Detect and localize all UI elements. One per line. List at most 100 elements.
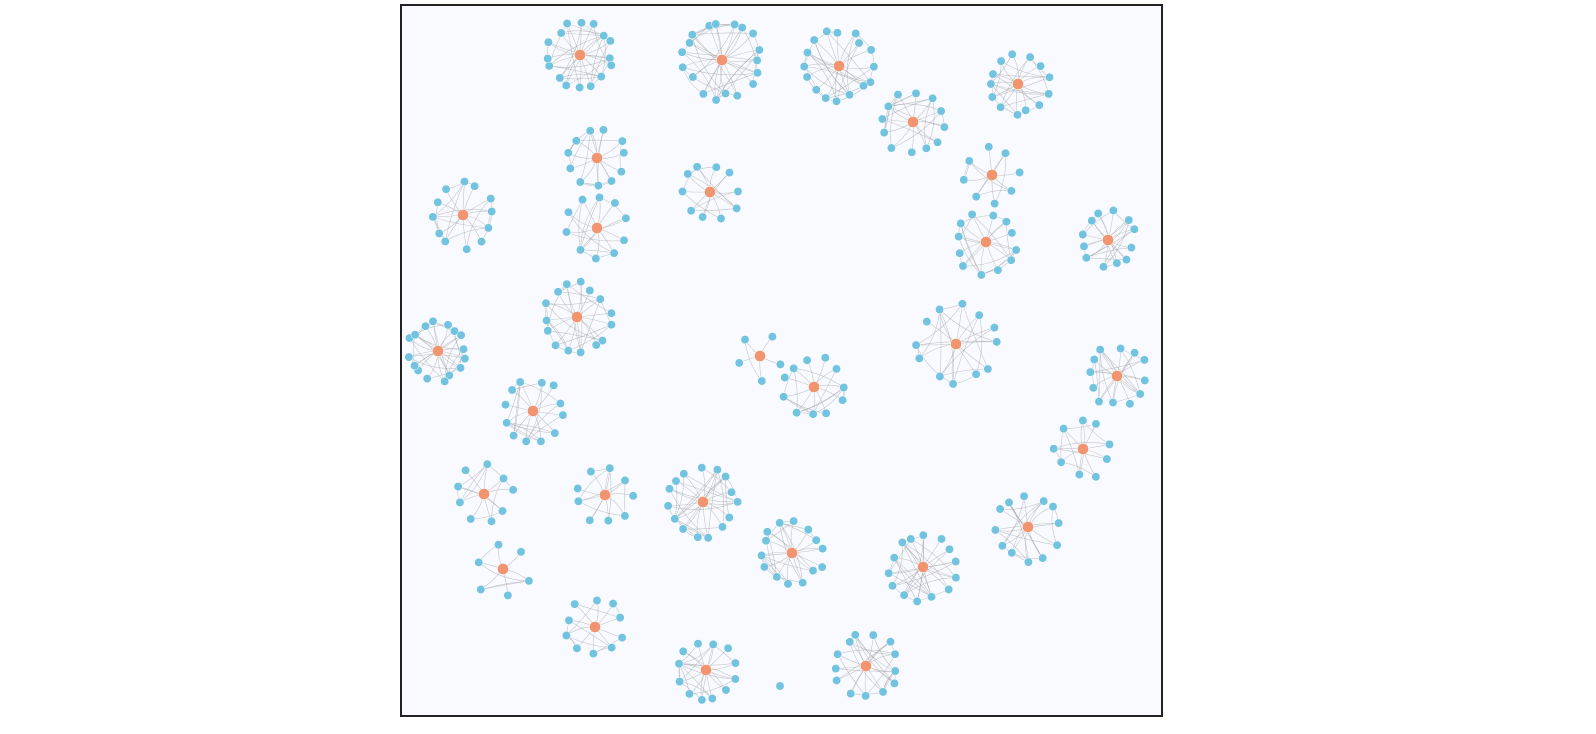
hub-node — [697, 496, 709, 508]
leaf-node — [984, 142, 994, 152]
leaf-node — [822, 26, 832, 36]
leaf-node — [606, 60, 616, 70]
graph-edge — [1002, 496, 1025, 546]
leaf-node — [509, 431, 519, 441]
leaf-node — [593, 181, 603, 191]
leaf-node — [679, 469, 689, 479]
leaf-node — [461, 465, 470, 475]
graph-edge — [580, 298, 601, 353]
graph-edge — [882, 118, 938, 143]
nodes-layer — [404, 18, 1150, 705]
leaf-node — [935, 305, 945, 314]
leaf-node — [596, 72, 606, 82]
leaf-node — [476, 585, 486, 594]
leaf-node — [775, 518, 785, 528]
leaf-node — [576, 347, 586, 357]
leaf-node — [886, 143, 896, 153]
leaf-node — [854, 38, 864, 48]
leaf-node — [1099, 262, 1108, 272]
leaf-node — [997, 541, 1007, 551]
leaf-node — [890, 649, 900, 659]
leaf-node — [620, 476, 630, 485]
leaf-node — [487, 516, 496, 526]
graph-edge — [939, 309, 942, 377]
leaf-node — [686, 206, 696, 216]
leaf-node — [617, 136, 627, 146]
isolated-node — [775, 681, 785, 691]
graph-edge — [855, 634, 896, 672]
leaf-node — [585, 515, 595, 525]
leaf-node — [927, 592, 936, 602]
leaf-node — [597, 336, 607, 346]
leaf-node — [780, 373, 790, 382]
leaf-node — [839, 383, 849, 392]
hub-node — [1111, 370, 1123, 382]
leaf-node — [1088, 383, 1098, 393]
leaf-node — [951, 573, 961, 583]
graph-edge — [903, 549, 950, 596]
leaf-node — [733, 497, 743, 507]
leaf-node — [740, 335, 750, 345]
leaf-node — [708, 639, 718, 649]
graph-edge — [939, 327, 995, 377]
leaf-node — [1105, 439, 1114, 449]
leaf-node — [595, 294, 605, 304]
graph-edge — [888, 103, 942, 112]
leaf-node — [811, 85, 821, 95]
graph-edge — [566, 231, 625, 242]
hub-node — [591, 152, 603, 164]
leaf-node — [878, 687, 888, 697]
graph-edge — [962, 303, 989, 370]
leaf-node — [621, 213, 631, 223]
leaf-node — [707, 694, 717, 703]
leaf-node — [562, 19, 572, 28]
leaf-node — [443, 320, 453, 330]
leaf-node — [1093, 209, 1103, 218]
graph-edge — [995, 529, 1058, 546]
leaf-node — [721, 89, 730, 98]
leaf-node — [1087, 216, 1097, 226]
leaf-node — [459, 344, 468, 354]
leaf-node — [883, 101, 893, 111]
graph-edge — [674, 469, 718, 520]
leaf-node — [571, 136, 581, 146]
leaf-node — [798, 578, 808, 588]
leaf-node — [838, 395, 848, 405]
leaf-node — [732, 91, 742, 101]
leaf-node — [879, 128, 889, 138]
leaf-node — [616, 167, 626, 177]
leaf-node — [665, 484, 674, 494]
leaf-node — [620, 511, 630, 521]
leaf-node — [911, 88, 921, 98]
hub-node — [497, 563, 509, 575]
hub-node — [716, 54, 728, 66]
leaf-node — [711, 19, 721, 29]
leaf-node — [678, 646, 688, 656]
leaf-node — [783, 579, 793, 589]
leaf-node — [1129, 224, 1139, 234]
leaf-node — [619, 148, 629, 158]
graph-edge — [408, 356, 461, 369]
leaf-node — [1094, 397, 1104, 407]
leaf-node — [1135, 389, 1145, 399]
leaf-node — [990, 525, 1000, 535]
leaf-node — [1007, 548, 1017, 558]
leaf-node — [1074, 470, 1084, 479]
leaf-node — [1121, 255, 1131, 265]
graph-edge — [915, 344, 954, 385]
graph-edge — [674, 469, 718, 520]
leaf-node — [508, 485, 518, 495]
graph-edge — [445, 181, 465, 242]
graph-edge — [692, 24, 735, 78]
graph-edge — [803, 66, 850, 96]
graph-edge — [1099, 349, 1114, 403]
leaf-node — [884, 568, 894, 578]
leaf-node — [821, 93, 831, 103]
leaf-node — [592, 596, 602, 605]
leaf-node — [1034, 100, 1044, 110]
leaf-node — [1039, 496, 1049, 506]
leaf-node — [588, 649, 598, 659]
leaf-node — [861, 691, 871, 701]
leaf-node — [515, 377, 525, 387]
leaf-node — [954, 232, 964, 242]
